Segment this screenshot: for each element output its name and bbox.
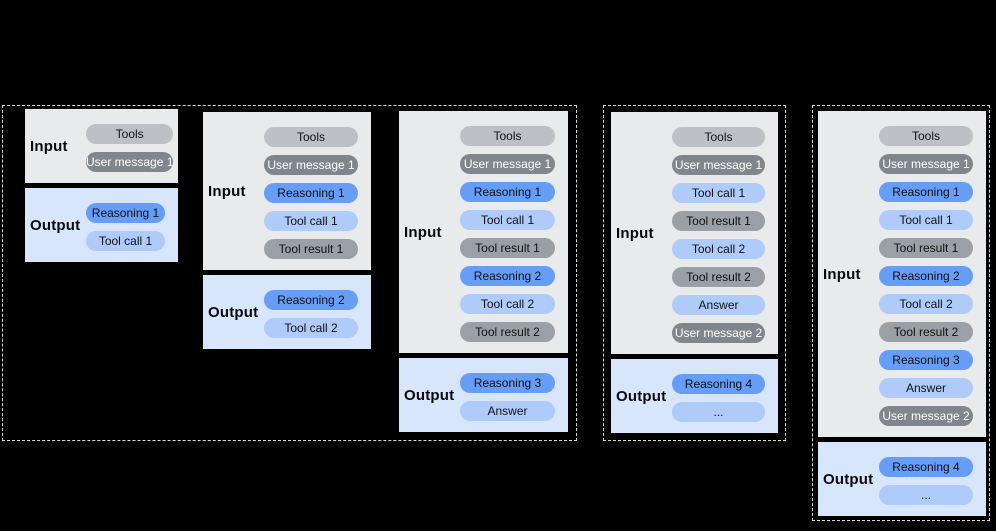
pill-reasoning: Reasoning 1 — [264, 183, 358, 203]
pill-tools: Tools — [460, 126, 555, 146]
pill-reasoning: Reasoning 1 — [86, 203, 165, 223]
pill-user-message: User message 1 — [264, 155, 358, 175]
pill-user-message: User message 2 — [672, 323, 765, 343]
pill-reasoning: Reasoning 3 — [879, 350, 973, 370]
pill-tool-result: Tool result 2 — [879, 322, 973, 342]
input-label: Input — [30, 137, 68, 155]
pill-reasoning: Reasoning 4 — [672, 374, 765, 394]
pill-tool-result: Tool result 1 — [879, 238, 973, 258]
pill-reasoning: Reasoning 1 — [460, 182, 555, 202]
pill-reasoning: Reasoning 2 — [264, 290, 358, 310]
pill-tool-call: Tool call 1 — [86, 231, 165, 251]
output-section: Output Reasoning 2 Tool call 2 — [203, 275, 371, 349]
pill-reasoning: Reasoning 4 — [879, 457, 973, 477]
pill-user-message: User message 1 — [879, 154, 973, 174]
pill-tool-result: Tool result 1 — [460, 238, 555, 258]
output-label: Output — [823, 470, 874, 488]
pill-reasoning: Reasoning 2 — [460, 266, 555, 286]
pill-tool-call: Tool call 1 — [264, 211, 358, 231]
output-label: Output — [30, 216, 81, 234]
pill-answer: Answer — [672, 295, 765, 315]
output-label: Output — [616, 387, 667, 405]
output-items: Reasoning 4... — [672, 359, 778, 433]
output-items: Reasoning 3 Answer — [460, 358, 568, 432]
output-items: Reasoning 2 Tool call 2 — [264, 275, 371, 349]
output-items: Reasoning 1 Tool call 1 — [86, 188, 178, 262]
pill-ellipsis: ... — [879, 485, 973, 505]
pill-user-message: User message 2 — [879, 406, 973, 426]
input-label: Input — [208, 182, 246, 200]
pill-tool-result: Tool result 1 — [672, 211, 765, 231]
output-label: Output — [208, 303, 259, 321]
dashed-group-turn-4 — [603, 105, 786, 441]
pill-tool-call: Tool call 2 — [879, 294, 973, 314]
pill-reasoning: Reasoning 2 — [879, 266, 973, 286]
pill-tool-call: Tool call 2 — [264, 318, 358, 338]
pill-answer: Answer — [460, 401, 555, 421]
dashed-group-turn-5 — [812, 105, 990, 521]
pill-tool-result: Tool result 2 — [460, 322, 555, 342]
pill-reasoning: Reasoning 3 — [460, 373, 555, 393]
output-section: Output Reasoning 4... — [818, 442, 986, 516]
pill-user-message: User message 1 — [86, 152, 174, 172]
output-label: Output — [404, 386, 455, 404]
output-items: Reasoning 4... — [879, 442, 986, 516]
pill-tools: Tools — [672, 127, 765, 147]
pill-tools: Tools — [879, 126, 973, 146]
pill-tool-call: Tool call 2 — [460, 294, 555, 314]
pill-tool-call: Tool call 1 — [460, 210, 555, 230]
pill-tool-call: Tool call 1 — [879, 210, 973, 230]
pill-user-message: User message 1 — [460, 154, 555, 174]
input-label: Input — [616, 224, 654, 242]
output-section: Output Reasoning 4... — [611, 359, 778, 433]
dashed-group-turns-1-3 — [2, 105, 577, 441]
input-label: Input — [404, 223, 442, 241]
pill-tools: Tools — [264, 127, 358, 147]
output-section: Output Reasoning 3 Answer — [399, 358, 568, 432]
pill-tool-call: Tool call 1 — [672, 183, 765, 203]
pill-tool-result: Tool result 2 — [672, 267, 765, 287]
pill-answer: Answer — [879, 378, 973, 398]
pill-reasoning: Reasoning 1 — [879, 182, 973, 202]
pill-user-message: User message 1 — [672, 155, 765, 175]
pill-tools: Tools — [86, 124, 174, 144]
pill-ellipsis: ... — [672, 402, 765, 422]
output-section: Output Reasoning 1 Tool call 1 — [25, 188, 178, 262]
pill-tool-result: Tool result 1 — [264, 239, 358, 259]
input-label: Input — [823, 265, 861, 283]
pill-tool-call: Tool call 2 — [672, 239, 765, 259]
